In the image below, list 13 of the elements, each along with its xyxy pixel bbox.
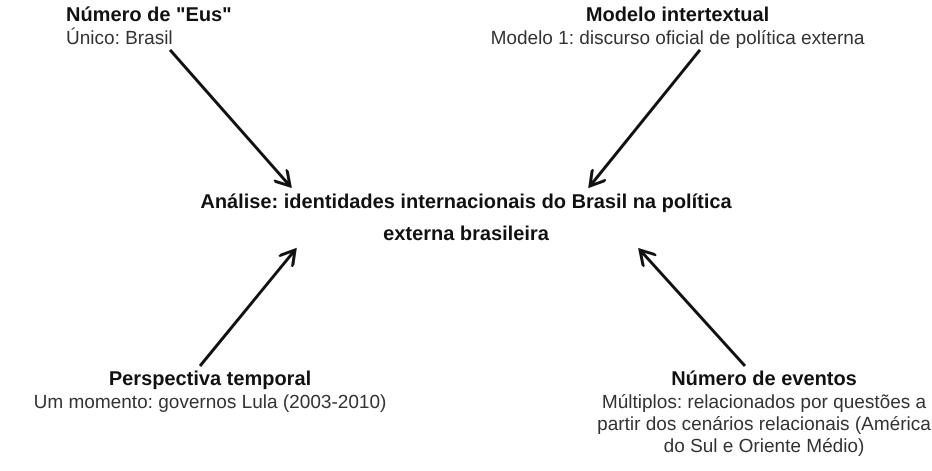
arrow [168, 48, 292, 188]
node-heading: Número de eventos [670, 367, 858, 392]
node-heading: Número de "Eus" [66, 3, 233, 28]
arrow [198, 248, 296, 367]
node-heading: Perspectiva temporal [108, 367, 312, 392]
arrow [638, 248, 746, 367]
node-description: Um momento: governos Lula (2003-2010) [32, 392, 388, 414]
node-description: Modelo 1: discurso oficial de política externa [490, 28, 866, 50]
center-title: Análise: identidades internacionais do Brasil na política externa brasileira [199, 190, 733, 247]
node-heading: Modelo intertextual [584, 3, 770, 28]
arrow [588, 48, 702, 188]
node-description: Único: Brasil [66, 28, 174, 50]
node-description: Múltiplos: relacionados por questões a partir dos cenários relacionais (América do Sul e Oriente Médio) [596, 392, 932, 458]
